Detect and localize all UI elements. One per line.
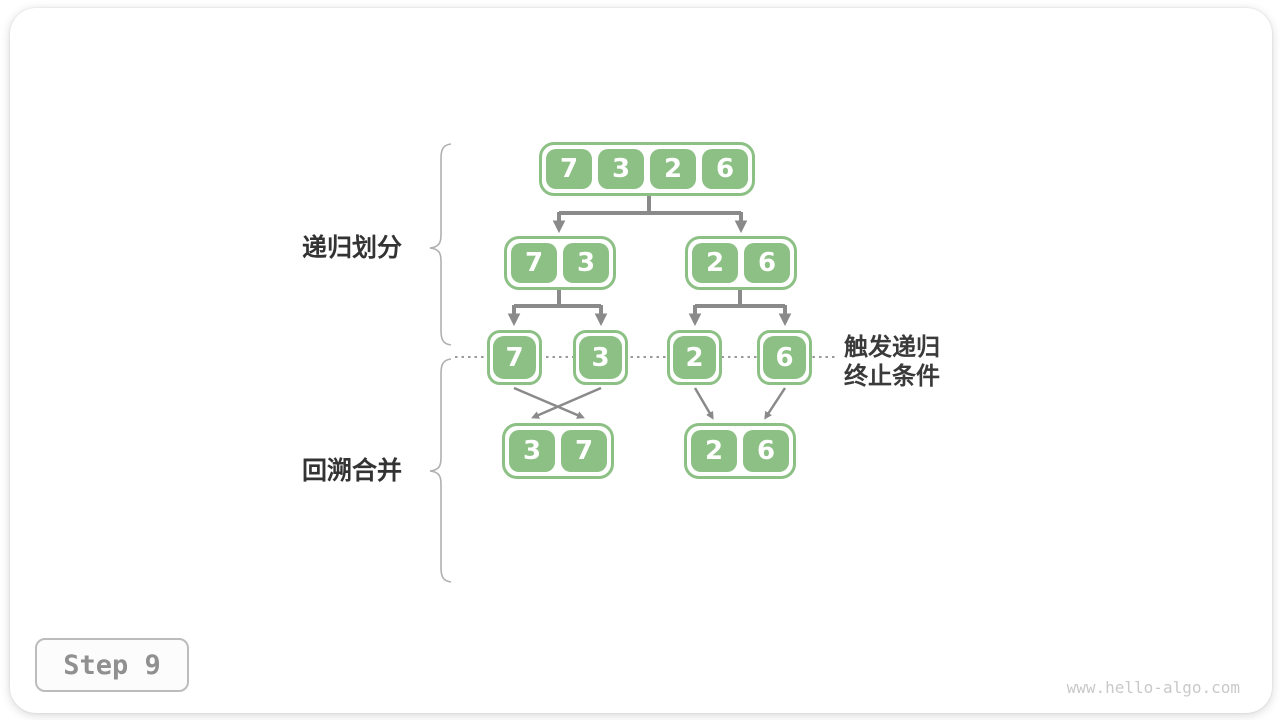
merge-arrow-3 bbox=[531, 386, 602, 419]
array-cell: 6 bbox=[702, 149, 748, 189]
divide-phase-brace bbox=[429, 143, 452, 346]
array-cell: 3 bbox=[598, 149, 644, 189]
watermark-url: www.hello-algo.com bbox=[1066, 678, 1240, 697]
array-level3-item1: 7 bbox=[487, 330, 542, 385]
array-cell: 7 bbox=[561, 430, 607, 472]
array-cell: 2 bbox=[650, 149, 696, 189]
array-cell: 7 bbox=[511, 243, 557, 283]
array-level3-item2: 3 bbox=[573, 330, 628, 385]
termination-label-line2: 终止条件 bbox=[844, 362, 940, 390]
merge-phase-brace bbox=[429, 358, 452, 583]
array-cell: 2 bbox=[692, 243, 738, 283]
array-cell: 6 bbox=[763, 336, 806, 379]
array-level3-item3: 2 bbox=[667, 330, 722, 385]
array-cell: 3 bbox=[563, 243, 609, 283]
array-level2-right: 2 6 bbox=[685, 236, 797, 290]
termination-label: 触发递归 终止条件 bbox=[844, 333, 940, 391]
array-cell: 7 bbox=[493, 336, 536, 379]
array-cell: 3 bbox=[509, 430, 555, 472]
array-cell: 6 bbox=[743, 430, 789, 472]
figure-card bbox=[10, 8, 1272, 713]
array-cell: 6 bbox=[744, 243, 790, 283]
merge-arrow-7 bbox=[513, 386, 585, 419]
merge-arrow-6 bbox=[764, 387, 787, 420]
array-level3-item4: 6 bbox=[757, 330, 812, 385]
phase-label-merge: 回溯合并 bbox=[302, 456, 403, 485]
array-cell: 2 bbox=[691, 430, 737, 472]
split-connector-root bbox=[559, 196, 741, 215]
termination-label-line1: 触发递归 bbox=[844, 333, 940, 361]
array-cell: 7 bbox=[546, 149, 592, 189]
phase-label-divide: 递归划分 bbox=[302, 233, 403, 262]
split-connector-left bbox=[514, 290, 601, 308]
array-level1: 7 3 2 6 bbox=[539, 142, 755, 196]
array-level2-left: 7 3 bbox=[504, 236, 616, 290]
step-indicator: Step 9 bbox=[35, 638, 189, 692]
split-connector-right bbox=[695, 290, 785, 308]
array-level4-left: 3 7 bbox=[502, 423, 614, 479]
step-indicator-label: Step 9 bbox=[63, 649, 161, 681]
array-level4-right: 2 6 bbox=[684, 423, 796, 479]
array-cell: 2 bbox=[673, 336, 716, 379]
merge-arrow-2 bbox=[693, 387, 714, 420]
array-cell: 3 bbox=[579, 336, 622, 379]
